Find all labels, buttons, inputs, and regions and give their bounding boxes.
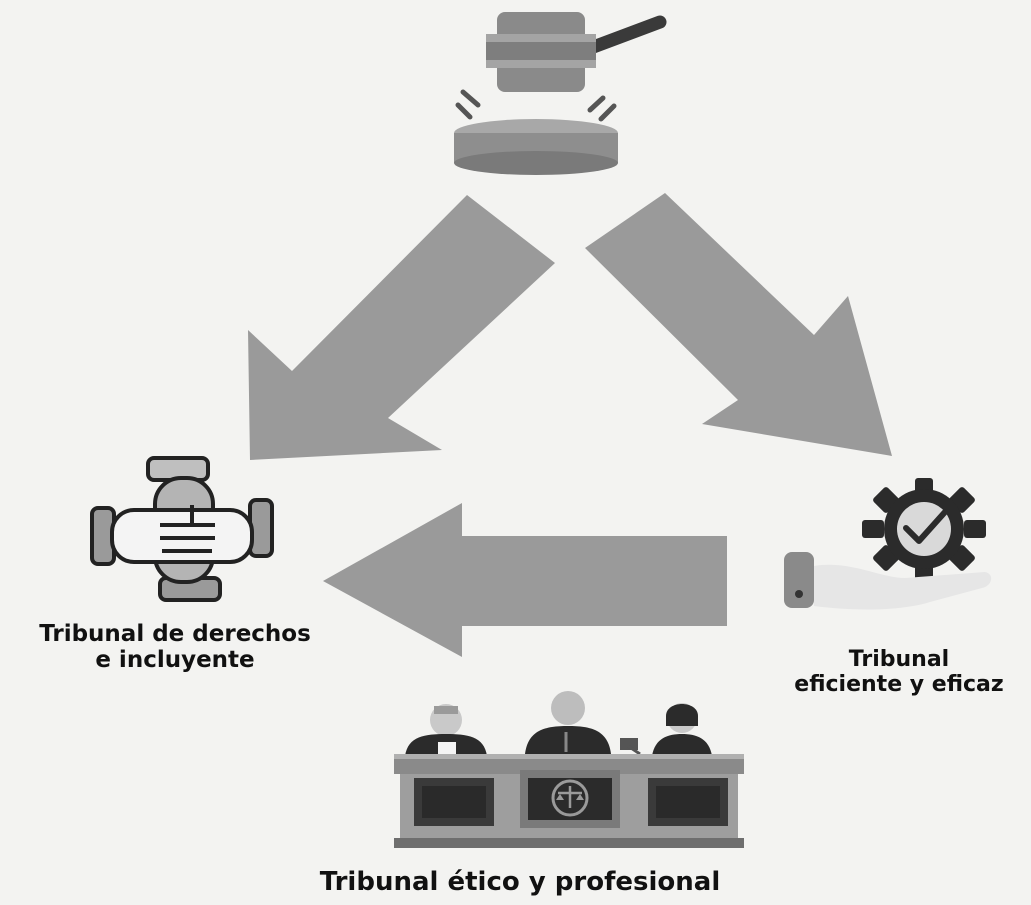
node-label-left: Tribunal de derechos e incluyente [10,621,340,674]
gavel-icon [454,12,667,175]
node-label-left-line2: e incluyente [95,646,255,673]
handshake-icon [90,456,274,602]
node-label-left-line1: Tribunal de derechos [39,621,311,647]
node-label-bottom: Tribunal ético y profesional [300,867,740,897]
arrow-top-to-right [585,193,892,456]
gear-hand-icon [784,478,992,610]
arrow-top-to-left [248,195,555,460]
node-label-right-line2: eficiente y eficaz [794,671,1004,697]
arrow-right-to-left [323,503,727,657]
node-label-right: Tribunal eficiente y eficaz [770,647,1028,697]
node-label-right-line1: Tribunal [848,647,950,672]
judges-panel-icon [394,691,744,848]
node-label-bottom-line1: Tribunal ético y profesional [319,867,721,897]
